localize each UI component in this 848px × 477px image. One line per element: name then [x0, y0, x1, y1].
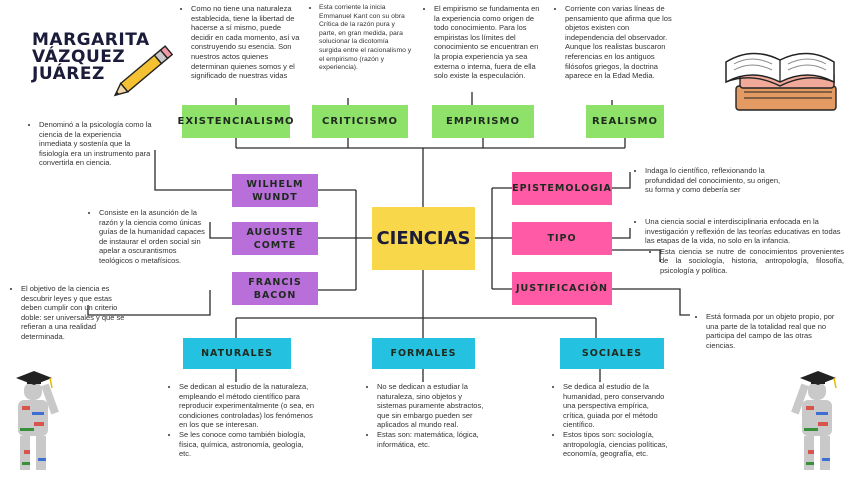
tipo-label: TIPO: [547, 233, 577, 244]
existencialismo-note: Como no tiene una naturaleza establecida…: [182, 4, 302, 81]
graduate-figure-left-icon: [16, 371, 59, 470]
existencialismo-note-item: Como no tiene una naturaleza establecida…: [191, 4, 302, 81]
naturales-box: NATURALES: [183, 338, 291, 369]
epistemologia-box: EPISTEMOLOGIA: [512, 172, 612, 205]
sociales-box: SOCIALES: [560, 338, 664, 369]
wundt-label-2: WUNDT: [252, 191, 298, 203]
ciencias-center-box: CIENCIAS: [372, 207, 475, 270]
epistemologia-note: Indaga lo científico, reflexionando la p…: [636, 166, 788, 195]
comte-note: Consiste en la asunción de la razón y la…: [90, 208, 212, 266]
justificacion-note-item: Está formada por un objeto propio, por u…: [706, 312, 837, 350]
tipo-note-item-1: Una ciencia social e interdisciplinaria …: [645, 217, 844, 246]
naturales-label: NATURALES: [201, 348, 273, 359]
justificacion-note: Está formada por un objeto propio, por u…: [697, 312, 837, 350]
wundt-label-1: WILHELM: [246, 178, 304, 190]
tipo-box: TIPO: [512, 222, 612, 255]
center-label: CIENCIAS: [376, 228, 471, 249]
wundt-note: Denominó a la psicología como la ciencia…: [30, 120, 155, 168]
empirismo-box: EMPIRISMO: [432, 105, 534, 138]
tipo-note: Una ciencia social e interdisciplinaria …: [636, 217, 844, 276]
author-title: MARGARITA VÁZQUEZ JUÁREZ: [32, 32, 150, 83]
comte-label-2: COMTE: [253, 239, 297, 251]
author-line1: MARGARITA: [32, 30, 150, 50]
pencil-icon: [113, 45, 174, 97]
formales-box: FORMALES: [372, 338, 475, 369]
bacon-note-item: El objetivo de la ciencia es descubrir l…: [21, 284, 130, 342]
formales-note-item-1: No se dedican a estudiar la naturaleza, …: [377, 382, 490, 430]
realismo-note-item: Corriente con varias líneas de pensamien…: [565, 4, 672, 81]
epistemologia-label: EPISTEMOLOGIA: [512, 183, 612, 194]
empirismo-label: EMPIRISMO: [446, 116, 520, 127]
existencialismo-box: EXISTENCIALISMO: [177, 105, 294, 138]
bacon-label-2: BACON: [253, 289, 297, 301]
sociales-note-item-2: Estos tipos son: sociología, antropologí…: [563, 430, 670, 459]
author-line2: VÁZQUEZ: [32, 47, 126, 67]
naturales-note: Se dedican al estudio de la naturaleza, …: [170, 382, 316, 459]
criticismo-note: Esta corriente la inicia Emmanuel Kant c…: [310, 4, 412, 73]
formales-note-item-2: Estas son: matemática, lógica, informáti…: [377, 430, 490, 449]
criticismo-box: CRITICISMO: [312, 105, 408, 138]
formales-note: No se dedican a estudiar la naturaleza, …: [368, 382, 490, 449]
justificacion-box: JUSTIFICACIÓN: [512, 272, 612, 305]
realismo-box: REALISMO: [586, 105, 664, 138]
tipo-note-item-2: Esta ciencia se nutre de conocimientos p…: [660, 247, 844, 276]
criticismo-note-item: Esta corriente la inicia Emmanuel Kant c…: [319, 4, 412, 73]
naturales-note-item-1: Se dedican al estudio de la naturaleza, …: [179, 382, 316, 430]
sociales-note-item-1: Se dedica al estudio de la humanidad, pe…: [563, 382, 670, 430]
books-icon: [725, 52, 837, 111]
naturales-note-item-2: Se les conoce como también biología, fís…: [179, 430, 316, 459]
author-line3: JUÁREZ: [32, 64, 105, 84]
justificacion-label: JUSTIFICACIÓN: [516, 283, 608, 294]
wundt-note-item: Denominó a la psicología como la ciencia…: [39, 120, 155, 168]
realismo-note: Corriente con varias líneas de pensamien…: [556, 4, 672, 81]
comte-note-item: Consiste en la asunción de la razón y la…: [99, 208, 212, 266]
empirismo-note-item: El empirismo se fundamenta en la experie…: [434, 4, 543, 81]
epistemologia-note-item: Indaga lo científico, reflexionando la p…: [645, 166, 788, 195]
formales-label: FORMALES: [390, 348, 457, 359]
graduate-figure-right-icon: [791, 371, 837, 470]
criticismo-label: CRITICISMO: [321, 116, 398, 127]
realismo-label: REALISMO: [591, 116, 659, 127]
sociales-note: Se dedica al estudio de la humanidad, pe…: [554, 382, 670, 459]
sociales-label: SOCIALES: [581, 348, 643, 359]
bacon-label-1: FRANCIS: [248, 276, 302, 288]
comte-label-1: AUGUSTE: [246, 226, 304, 238]
bacon-note: El objetivo de la ciencia es descubrir l…: [12, 284, 130, 342]
existencialismo-label: EXISTENCIALISMO: [177, 116, 295, 127]
empirismo-note: El empirismo se fundamenta en la experie…: [425, 4, 543, 81]
